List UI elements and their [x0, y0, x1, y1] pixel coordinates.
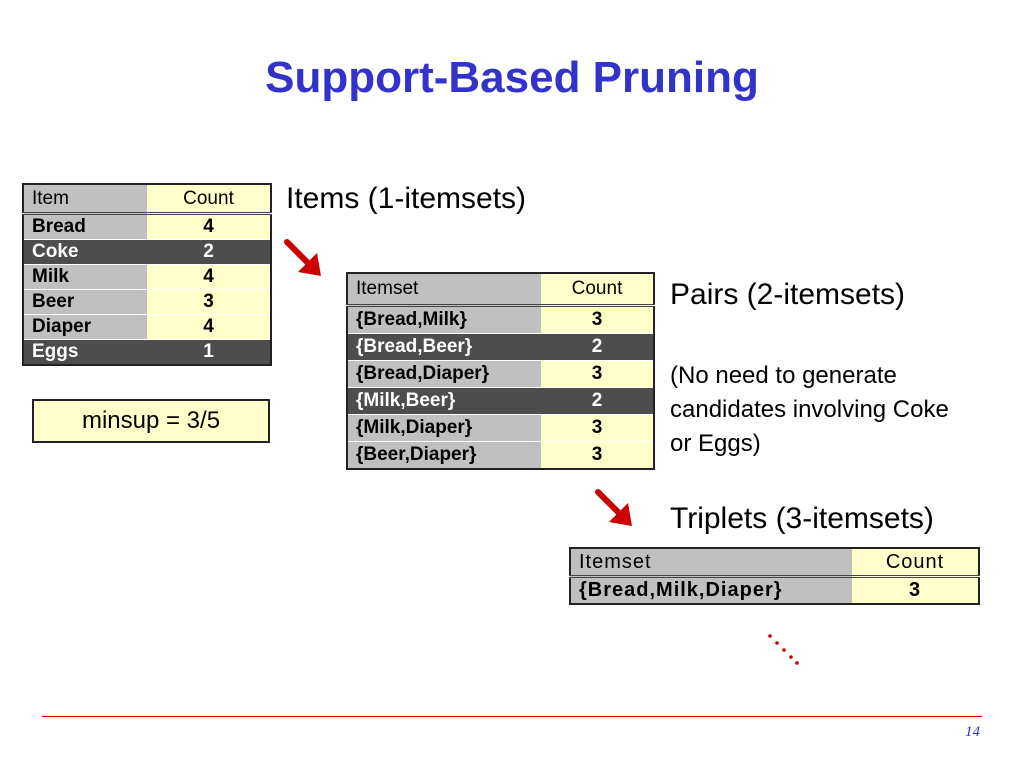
items-row: Beer 3	[23, 289, 271, 315]
pairs-note: (No need to generate candidates involvin…	[670, 359, 949, 461]
pair-count: 3	[541, 360, 654, 388]
item-name: Beer	[23, 289, 147, 315]
item-count: 4	[147, 264, 271, 290]
triplets-header-count: Count	[852, 548, 979, 578]
pairs-row: {Milk,Beer} 2	[347, 387, 654, 415]
items-row: Eggs 1	[23, 339, 271, 366]
pairs-note-line: (No need to generate	[670, 362, 897, 389]
items-row: Diaper 4	[23, 314, 271, 340]
pairs-caption: Pairs (2-itemsets)	[670, 278, 906, 311]
triplets-header-itemset: Itemset	[570, 548, 852, 578]
triplets-row: {Bread,Milk,Diaper} 3	[570, 576, 979, 605]
item-name: Diaper	[23, 314, 147, 340]
pair-count: 3	[541, 305, 654, 334]
pair-count: 2	[541, 333, 654, 361]
page-number: 14	[965, 724, 980, 740]
pairs-note-line: candidates involving Coke	[670, 396, 949, 423]
pairs-table-header: Itemset Count	[347, 273, 654, 307]
item-count: 3	[147, 289, 271, 315]
item-count: 4	[147, 213, 271, 240]
pair-itemset: {Bread,Diaper}	[347, 360, 541, 388]
pairs-table: Itemset Count {Bread,Milk} 3 {Bread,Beer…	[346, 272, 655, 470]
item-name: Bread	[23, 213, 147, 240]
ellipsis-icon	[768, 634, 799, 665]
items-header-item: Item	[23, 184, 147, 215]
pair-itemset: {Bread,Beer}	[347, 333, 541, 361]
items-table-header: Item Count	[23, 184, 271, 215]
triplets-table: Itemset Count {Bread,Milk,Diaper} 3	[569, 547, 980, 605]
item-name: Coke	[23, 239, 147, 265]
items-row: Bread 4	[23, 213, 271, 240]
item-count: 2	[147, 239, 271, 265]
pair-itemset: {Bread,Milk}	[347, 305, 541, 334]
arrow-down-right-icon	[284, 239, 321, 276]
minsup-box: minsup = 3/5	[32, 399, 270, 443]
pair-itemset: {Beer,Diaper}	[347, 441, 541, 470]
item-name: Milk	[23, 264, 147, 290]
triplets-caption: Triplets (3-itemsets)	[670, 502, 934, 535]
pairs-row: {Bread,Milk} 3	[347, 305, 654, 334]
items-row: Coke 2	[23, 239, 271, 265]
item-count: 1	[147, 339, 271, 366]
slide-title: Support-Based Pruning	[265, 53, 759, 102]
footer-divider	[42, 716, 982, 717]
items-header-count: Count	[147, 184, 271, 215]
triplet-count: 3	[852, 576, 979, 605]
pair-itemset: {Milk,Beer}	[347, 387, 541, 415]
pair-count: 3	[541, 441, 654, 470]
triplets-table-header: Itemset Count	[570, 548, 979, 578]
items-table: Item Count Bread 4 Coke 2 Milk 4 Beer 3	[22, 183, 272, 366]
item-name: Eggs	[23, 339, 147, 366]
pairs-header-count: Count	[541, 273, 654, 307]
pairs-row: {Bread,Beer} 2	[347, 333, 654, 361]
pair-count: 3	[541, 414, 654, 442]
items-row: Milk 4	[23, 264, 271, 290]
pair-itemset: {Milk,Diaper}	[347, 414, 541, 442]
pairs-row: {Beer,Diaper} 3	[347, 441, 654, 470]
pairs-header-itemset: Itemset	[347, 273, 541, 307]
items-caption: Items (1-itemsets)	[286, 182, 527, 215]
pairs-row: {Bread,Diaper} 3	[347, 360, 654, 388]
arrow-down-right-icon	[595, 489, 632, 526]
pairs-note-line: or Eggs)	[670, 430, 761, 457]
pairs-row: {Milk,Diaper} 3	[347, 414, 654, 442]
pair-count: 2	[541, 387, 654, 415]
item-count: 4	[147, 314, 271, 340]
triplet-itemset: {Bread,Milk,Diaper}	[570, 576, 852, 605]
